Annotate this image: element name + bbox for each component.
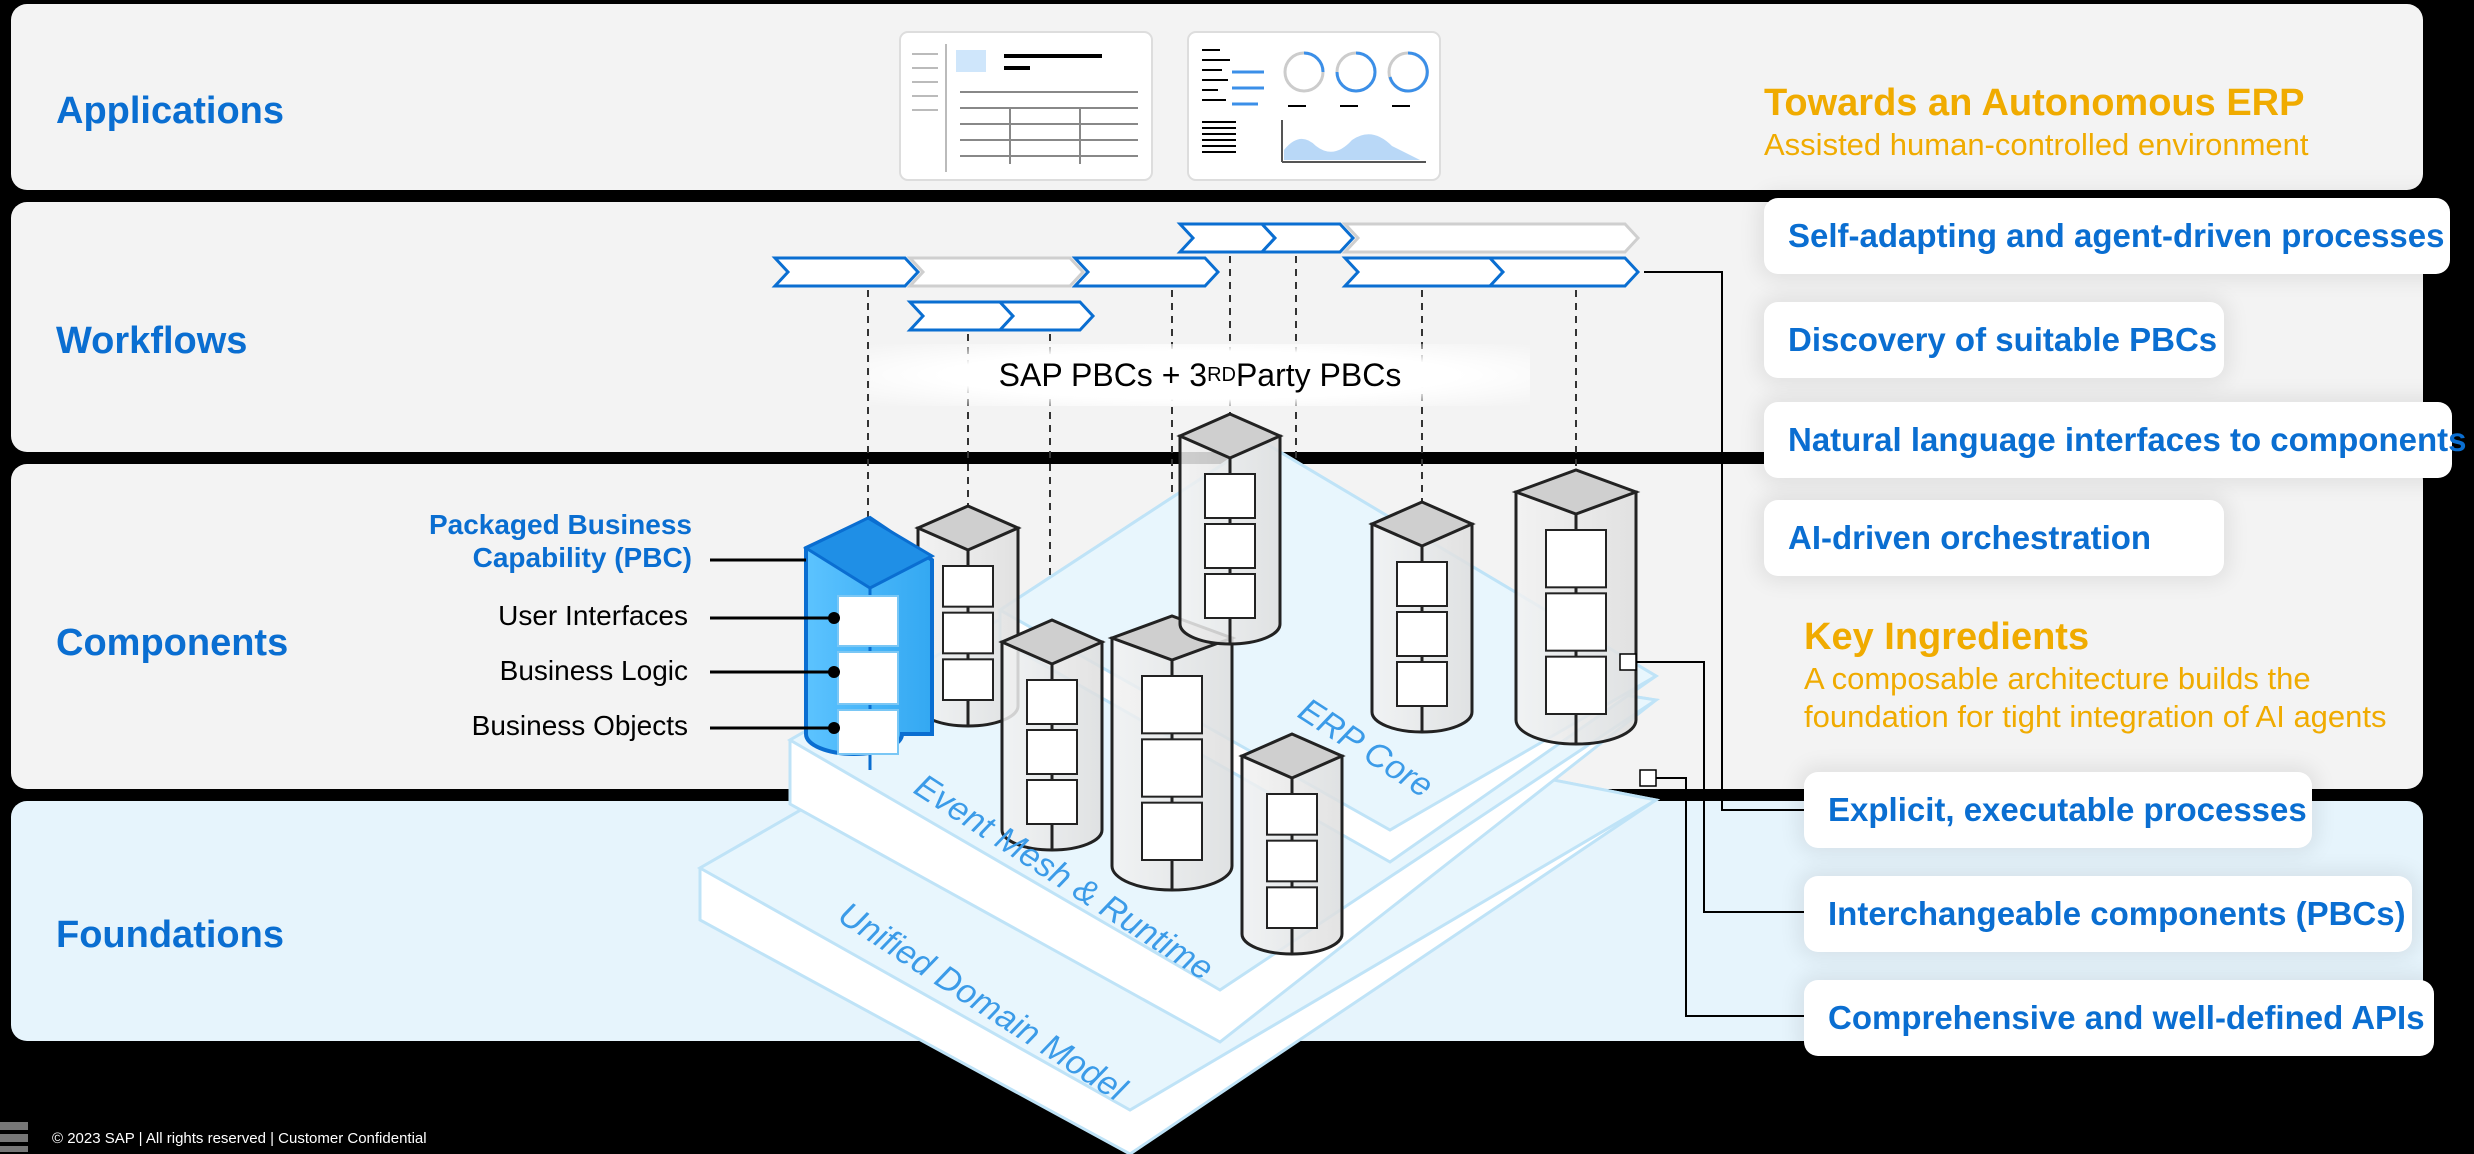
caption-suffix: Party PBCs xyxy=(1235,356,1402,393)
layer-label-workflows: Workflows xyxy=(56,320,248,362)
pbc-title-line2: Capability (PBC) xyxy=(472,542,692,573)
pbc-container-cylinder xyxy=(1238,732,1346,956)
connector-lines xyxy=(1620,271,1804,1017)
caption-superscript: RD xyxy=(1207,363,1236,386)
key-ingredients-title: Key Ingredients xyxy=(1804,616,2090,658)
layer-label-applications: Applications xyxy=(56,90,285,132)
ingredient-card: Explicit, executable processes xyxy=(1804,772,2312,848)
autonomous-erp-title: Towards an Autonomous ERP xyxy=(1764,82,2305,124)
pbc-part-business-logic: Business Logic xyxy=(499,655,688,686)
workflow-chevrons xyxy=(771,222,1641,332)
layer-label-components: Components xyxy=(56,622,289,664)
footer-copyright: © 2023 SAP | All rights reserved | Custo… xyxy=(52,1130,427,1147)
pbc-highlight-cylinder xyxy=(802,515,936,770)
pbc-callout-dots xyxy=(828,612,840,734)
pbc-container-cylinder xyxy=(1176,412,1284,646)
ai-capability-card: Natural language interfaces to component… xyxy=(1764,402,2466,478)
ai-capability-card: Discovery of suitable PBCs xyxy=(1764,302,2224,378)
pbc-callout-lines xyxy=(710,558,834,730)
ai-capability-card: AI-driven orchestration xyxy=(1764,500,2224,576)
pbc-title: Packaged Business Capability (PBC) xyxy=(429,508,692,574)
sap-logo-icon xyxy=(0,1122,28,1152)
pbc-part-business-objects: Business Objects xyxy=(471,710,688,741)
caption-prefix: SAP PBCs + 3 xyxy=(998,356,1208,393)
app-thumbnail-dashboard xyxy=(1187,31,1441,181)
key-ingredients-line2: foundation for tight integration of AI a… xyxy=(1804,699,2387,734)
ingredient-card: Interchangeable components (PBCs) xyxy=(1804,876,2412,952)
pbc-container-cylinder xyxy=(1511,468,1641,746)
pbc-container-cylinder xyxy=(998,618,1106,852)
ai-capability-card: Self-adapting and agent-driven processes xyxy=(1764,198,2450,274)
connector-port-2 xyxy=(1639,769,1657,787)
pbc-part-user-interfaces: User Interfaces xyxy=(498,600,688,631)
app-thumbnail-table xyxy=(899,31,1153,181)
ingredient-card: Comprehensive and well-defined APIs xyxy=(1804,980,2434,1056)
pbc-container-cylinder xyxy=(1107,614,1237,892)
autonomous-erp-subtitle: Assisted human-controlled environment xyxy=(1764,127,2309,162)
layer-label-foundations: Foundations xyxy=(56,914,284,956)
pbc-title-line1: Packaged Business xyxy=(428,509,692,540)
pbc-container-cylinder xyxy=(1368,500,1476,734)
key-ingredients-line1: A composable architecture builds the xyxy=(1804,661,2311,696)
connector-port-1 xyxy=(1619,653,1637,671)
